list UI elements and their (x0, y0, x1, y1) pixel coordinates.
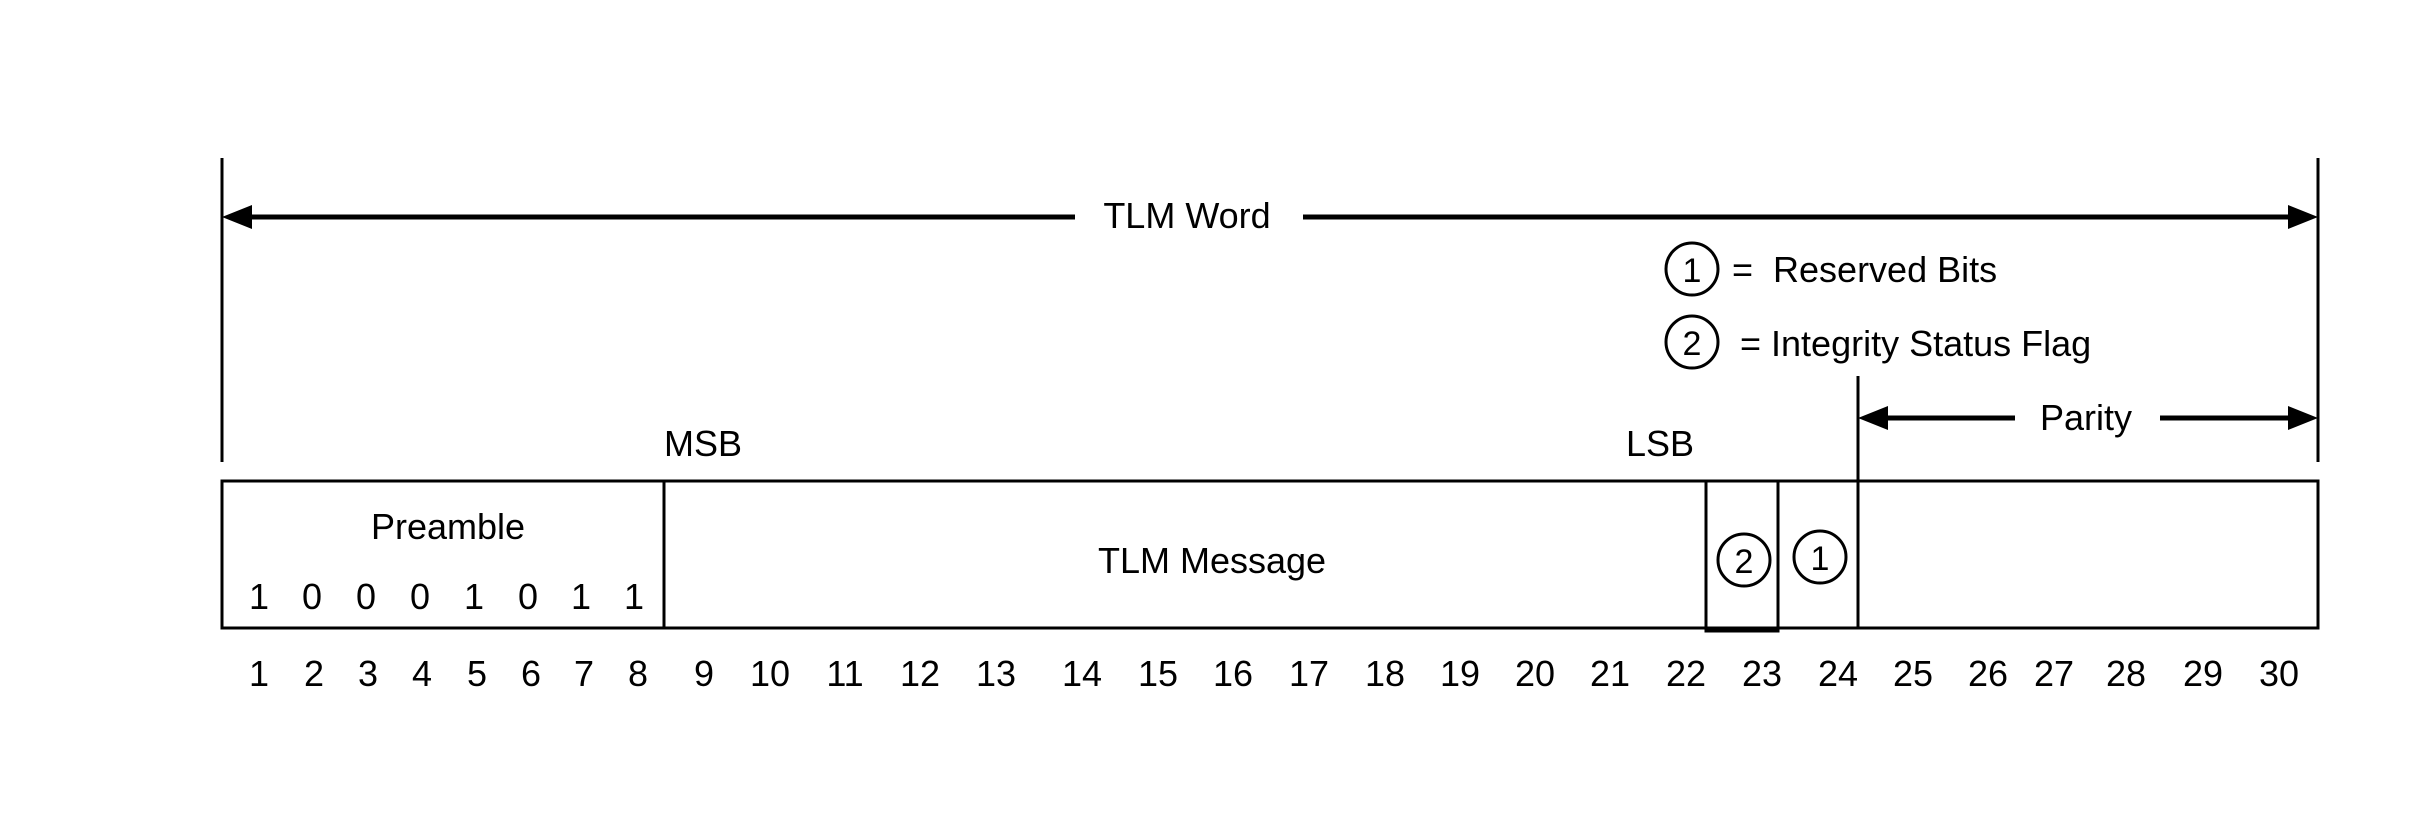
preamble-bit: 0 (356, 576, 376, 617)
legend-reserved-symbol: 1 (1683, 252, 1702, 290)
integrity-flag-cell (1704, 479, 1780, 633)
preamble-label: Preamble (371, 506, 525, 547)
bit-number: 13 (976, 653, 1016, 694)
lsb-label: LSB (1626, 423, 1694, 464)
bit-number: 26 (1968, 653, 2008, 694)
bit-number: 19 (1440, 653, 1480, 694)
legend-reserved-text: = Reserved Bits (1732, 249, 1997, 290)
bit-number: 18 (1365, 653, 1405, 694)
bit-number: 17 (1289, 653, 1329, 694)
bit-number: 8 (628, 653, 648, 694)
integrity-flag-symbol-circle (1716, 532, 1772, 588)
bit-number-row: 1 2 3 4 5 6 7 8 9 10 11 12 13 14 15 16 1… (249, 653, 2299, 694)
legend-integrity-symbol-circle (1664, 314, 1720, 370)
msb-label: MSB (664, 423, 742, 464)
bit-number: 12 (900, 653, 940, 694)
bit-number: 20 (1515, 653, 1555, 694)
parity-label: Parity (2040, 397, 2132, 438)
bit-number: 28 (2106, 653, 2146, 694)
parity-arrow-right-head (2288, 406, 2318, 430)
integrity-flag-symbol: 2 (1735, 543, 1754, 581)
word-arrow-right-head (2288, 205, 2318, 229)
bit-number: 27 (2034, 653, 2074, 694)
preamble-bit: 1 (464, 576, 484, 617)
word-title: TLM Word (1103, 195, 1270, 236)
bit-number: 9 (694, 653, 714, 694)
bit-number: 29 (2183, 653, 2223, 694)
preamble-bit: 0 (410, 576, 430, 617)
legend-integrity-symbol: 2 (1683, 325, 1702, 363)
message-label: TLM Message (1098, 540, 1326, 581)
bit-number: 21 (1590, 653, 1630, 694)
bit-number: 7 (574, 653, 594, 694)
legend-integrity-text: = Integrity Status Flag (1740, 323, 2091, 364)
legend: 1 = Reserved Bits 2 = Integrity Status F… (1664, 241, 2091, 370)
bit-number: 15 (1138, 653, 1178, 694)
bit-number: 5 (467, 653, 487, 694)
preamble-bit: 0 (302, 576, 322, 617)
bit-number: 2 (304, 653, 324, 694)
preamble-bit: 1 (571, 576, 591, 617)
bit-number: 11 (826, 653, 863, 694)
bit-number: 22 (1666, 653, 1706, 694)
word-arrow-left-head (222, 205, 252, 229)
preamble-bits: 1 0 0 0 1 0 1 1 (249, 576, 644, 617)
preamble-bit: 1 (249, 576, 269, 617)
reserved-symbol-circle (1792, 529, 1848, 585)
bit-number: 4 (412, 653, 432, 694)
parity-arrow-left-head (1858, 406, 1888, 430)
bit-number: 30 (2259, 653, 2299, 694)
bit-number: 25 (1893, 653, 1933, 694)
bit-number: 10 (750, 653, 790, 694)
bit-number: 3 (358, 653, 378, 694)
bit-number: 23 (1742, 653, 1782, 694)
word-box (220, 479, 2320, 630)
preamble-bit: 1 (624, 576, 644, 617)
reserved-symbol: 1 (1811, 540, 1830, 578)
bit-number: 1 (249, 653, 269, 694)
bit-number: 24 (1818, 653, 1858, 694)
bit-number: 16 (1213, 653, 1253, 694)
legend-reserved-symbol-circle (1664, 241, 1720, 297)
preamble-bit: 0 (518, 576, 538, 617)
bit-number: 6 (521, 653, 541, 694)
bit-number: 14 (1062, 653, 1102, 694)
